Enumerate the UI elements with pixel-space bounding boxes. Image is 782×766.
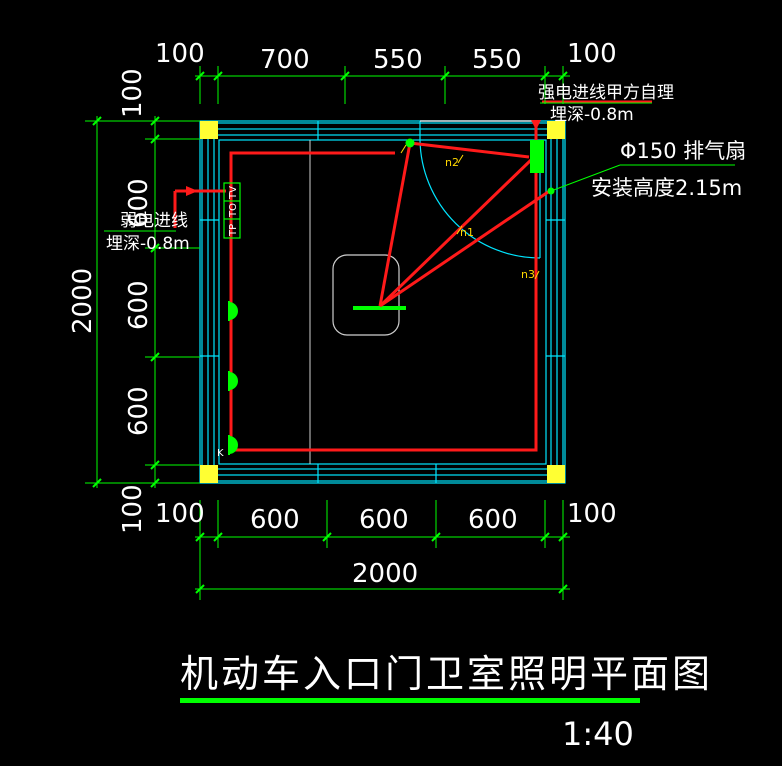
dim-top-3: 550 (373, 45, 423, 75)
dim-left-total: 2000 (68, 268, 98, 334)
light-switch (405, 138, 415, 148)
weak-incoming-arrow (186, 186, 198, 196)
dim-bottom-5: 100 (567, 499, 617, 529)
switch-label: K (217, 448, 224, 459)
dim-bottom-2: 600 (250, 505, 300, 535)
sockets (229, 302, 238, 454)
dim-bottom-total: 2000 (352, 559, 418, 589)
dim-top-1: 100 (155, 39, 205, 69)
dim-left-4: 600 (124, 386, 154, 436)
drawing-scale: 1:40 (562, 715, 634, 753)
data-outlets (223, 182, 241, 239)
note-weak-line2: 埋深-0.8m (106, 234, 190, 254)
dim-top-4: 550 (472, 45, 522, 75)
note-fan-line2: 安装高度2.15m (591, 176, 742, 200)
ceiling-fixture-outline (332, 254, 400, 336)
title-underline (180, 698, 640, 703)
distribution-box (530, 140, 544, 173)
dim-bottom-1: 100 (155, 499, 205, 529)
wire-tag-n3: n3 (521, 268, 535, 281)
dim-top-5: 100 (567, 39, 617, 69)
dim-bottom-4: 600 (468, 505, 518, 535)
dim-left-2: 600 (124, 178, 154, 228)
drawing-title: 机动车入口门卫室照明平面图 (180, 652, 713, 696)
dim-bottom-3: 600 (359, 505, 409, 535)
strong-incoming-arrow (531, 120, 541, 130)
note-weak-line1: 弱电进线 (120, 211, 188, 231)
socket-label-to: TO (228, 203, 239, 218)
wiring (173, 100, 652, 452)
dim-left-5: 100 (118, 484, 148, 534)
wire-tag-n1: n1 (460, 226, 474, 239)
note-fan-line1: Φ150 排气扇 (620, 139, 746, 163)
dim-left-3: 600 (124, 280, 154, 330)
wire-tag-n2: n2 (445, 156, 459, 169)
dim-top-2: 700 (260, 45, 310, 75)
socket-label-tv: TV (228, 186, 239, 200)
columns (200, 121, 565, 483)
door-swing-arc (419, 139, 541, 259)
note-strong-line2: 埋深-0.8m (550, 105, 634, 125)
note-strong-line1: 强电进线甲方自理 (538, 83, 674, 103)
socket-label-tp: TP (228, 224, 239, 237)
walls (199, 120, 566, 484)
dim-left-1: 100 (118, 68, 148, 118)
